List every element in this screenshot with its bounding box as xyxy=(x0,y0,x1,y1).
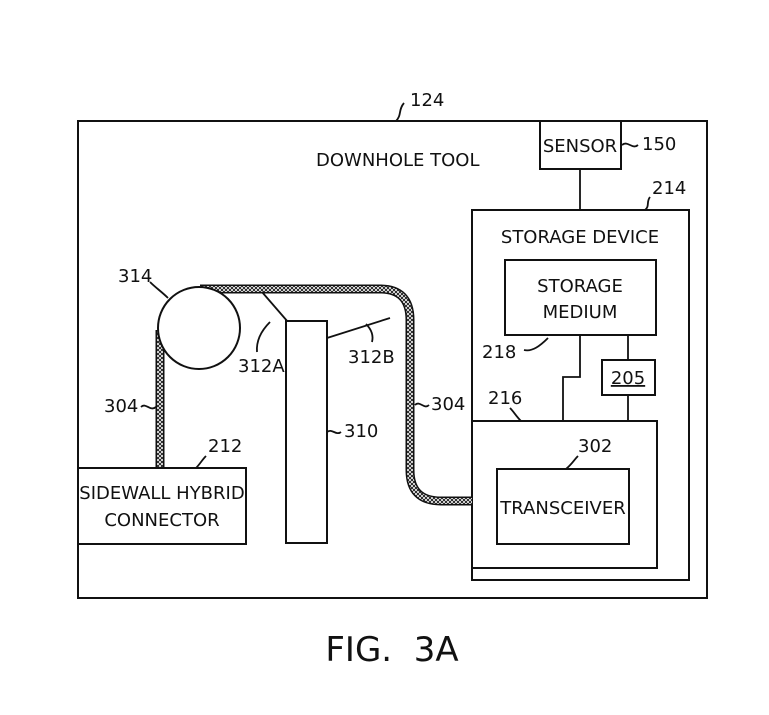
sensor-ref-150: 150 xyxy=(642,134,676,155)
cable-ref-304-left: 304 xyxy=(104,396,138,417)
sensor-ref-leader xyxy=(621,142,639,148)
storage-medium-box xyxy=(504,259,657,336)
arm-ref-312a: 312A xyxy=(238,356,285,377)
transceiver-box xyxy=(496,468,630,545)
pulley-ref-314: 314 xyxy=(118,266,152,287)
arm-312a xyxy=(261,291,289,323)
arm-312b xyxy=(326,317,391,339)
storage-medium-line2: MEDIUM xyxy=(543,302,618,323)
pulley-ref-leader xyxy=(149,281,169,299)
arm-312a-leader xyxy=(256,321,271,353)
figure-caption: FIG. 3A xyxy=(325,630,458,670)
connector-line2: CONNECTOR xyxy=(104,510,219,531)
storage-medium-ref-leader xyxy=(523,337,549,352)
connector-ref-212: 212 xyxy=(208,436,242,457)
post-ref-leader xyxy=(326,429,342,435)
component-205-box xyxy=(601,359,656,396)
storage-device-ref-leader xyxy=(644,196,651,211)
component-205-ref: 205 xyxy=(611,368,645,389)
transceiver-ref-leader xyxy=(565,455,579,470)
inner-box-ref-216: 216 xyxy=(488,388,522,409)
cable-left-leader xyxy=(140,404,157,410)
tool-ref-leader xyxy=(395,102,405,122)
connector-line1: SIDEWALL HYBRID xyxy=(79,483,244,504)
medium-bus xyxy=(562,335,581,421)
arm-ref-312b: 312B xyxy=(348,347,395,368)
cable-304-right-fill xyxy=(200,286,472,504)
downhole-tool-label: DOWNHOLE TOOL xyxy=(316,150,479,171)
storage-medium-line1: STORAGE xyxy=(537,276,623,297)
storage-medium-ref-218: 218 xyxy=(482,342,516,363)
arm-312b-leader xyxy=(365,323,374,343)
cable-ref-304-right: 304 xyxy=(431,394,465,415)
storage-device-label: STORAGE DEVICE xyxy=(501,227,659,248)
inner-box-ref-leader xyxy=(509,407,522,422)
sensor-label: SENSOR xyxy=(543,136,617,157)
tool-ref-124: 124 xyxy=(410,90,444,111)
post-ref-310: 310 xyxy=(344,421,378,442)
cable-right-leader xyxy=(414,402,430,408)
pulley-314 xyxy=(157,286,241,370)
connector-ref-leader xyxy=(195,455,207,469)
storage-device-ref-214: 214 xyxy=(652,178,686,199)
transceiver-label: TRANSCEIVER xyxy=(499,498,625,519)
sidewall-connector-box xyxy=(77,467,247,545)
post-310 xyxy=(285,320,328,544)
transceiver-ref-302: 302 xyxy=(578,436,612,457)
